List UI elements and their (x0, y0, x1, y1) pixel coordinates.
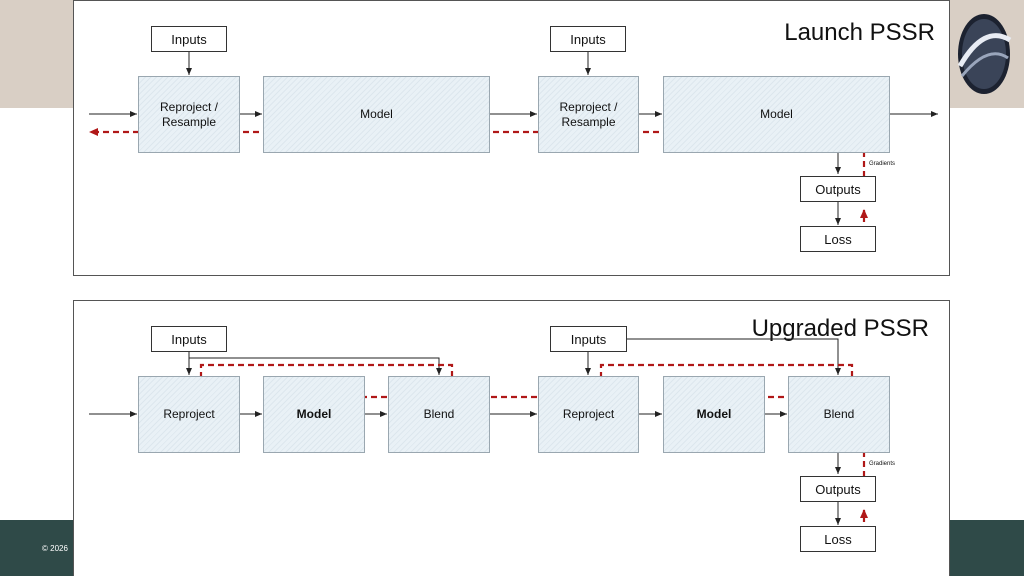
reproject-resample-block: Reproject / Resample (138, 76, 240, 153)
reproject-block: Reproject (538, 376, 639, 453)
blend-block: Blend (788, 376, 890, 453)
copyright-text: © 2026 (42, 544, 68, 553)
blend-block: Blend (388, 376, 490, 453)
loss-box: Loss (800, 526, 876, 552)
model-block: Model (663, 376, 765, 453)
gradients-label: Gradients (869, 461, 896, 467)
inputs-box: Inputs (151, 26, 227, 52)
inputs-box: Inputs (550, 326, 627, 352)
panel-title: Launch PSSR (784, 19, 935, 46)
outputs-box: Outputs (800, 176, 876, 202)
model-block: Model (263, 376, 365, 453)
company-logo-icon (957, 14, 1012, 94)
gradients-label: Gradients (869, 161, 896, 167)
inputs-box: Inputs (151, 326, 227, 352)
inputs-box: Inputs (550, 26, 626, 52)
reproject-block: Reproject (138, 376, 240, 453)
upgraded-pssr-panel: Upgraded PSSR (73, 300, 950, 576)
outputs-box: Outputs (800, 476, 876, 502)
panel-title: Upgraded PSSR (751, 315, 929, 342)
model-block: Model (263, 76, 490, 153)
model-block: Model (663, 76, 890, 153)
launch-pssr-panel: Launch PSSR Inputs Inputs Reproj (73, 0, 950, 276)
reproject-resample-block: Reproject / Resample (538, 76, 639, 153)
loss-box: Loss (800, 226, 876, 252)
